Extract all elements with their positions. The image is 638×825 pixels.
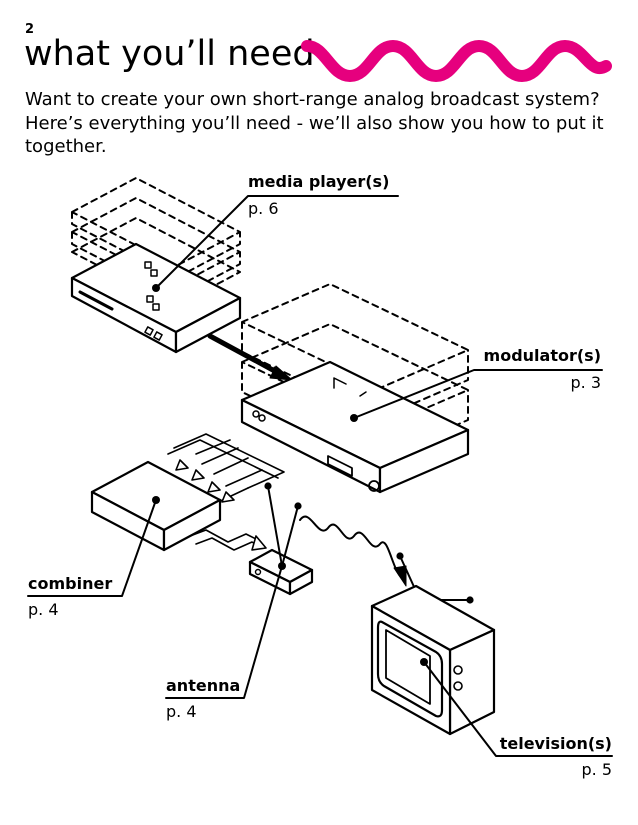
cable-modulator-combiner	[167, 433, 285, 505]
leader-lines	[27, 195, 613, 757]
television-device	[370, 552, 496, 736]
page-ref-modulator: p. 3	[570, 373, 601, 392]
label-television: television(s)	[499, 734, 612, 753]
broadcast-signal	[299, 515, 403, 579]
page-ref-antenna: p. 4	[166, 702, 197, 721]
label-antenna: antenna	[166, 676, 241, 695]
page-ref-media-player: p. 6	[248, 199, 279, 218]
page-ref-combiner: p. 4	[28, 600, 59, 619]
page-title: what you’ll need	[24, 34, 315, 74]
signal-arrow-player-modulator	[207, 333, 285, 378]
page-number: 2	[25, 22, 35, 37]
modulator-device	[240, 360, 470, 494]
wave-decoration	[301, 39, 612, 83]
page-ref-television: p. 5	[581, 760, 612, 779]
label-media-player: media player(s)	[248, 172, 390, 191]
intro-paragraph: Want to create your own short-range anal…	[25, 89, 604, 157]
cable-combiner-antenna	[189, 529, 267, 551]
label-combiner: combiner	[28, 574, 113, 593]
label-modulator: modulator(s)	[483, 346, 601, 365]
